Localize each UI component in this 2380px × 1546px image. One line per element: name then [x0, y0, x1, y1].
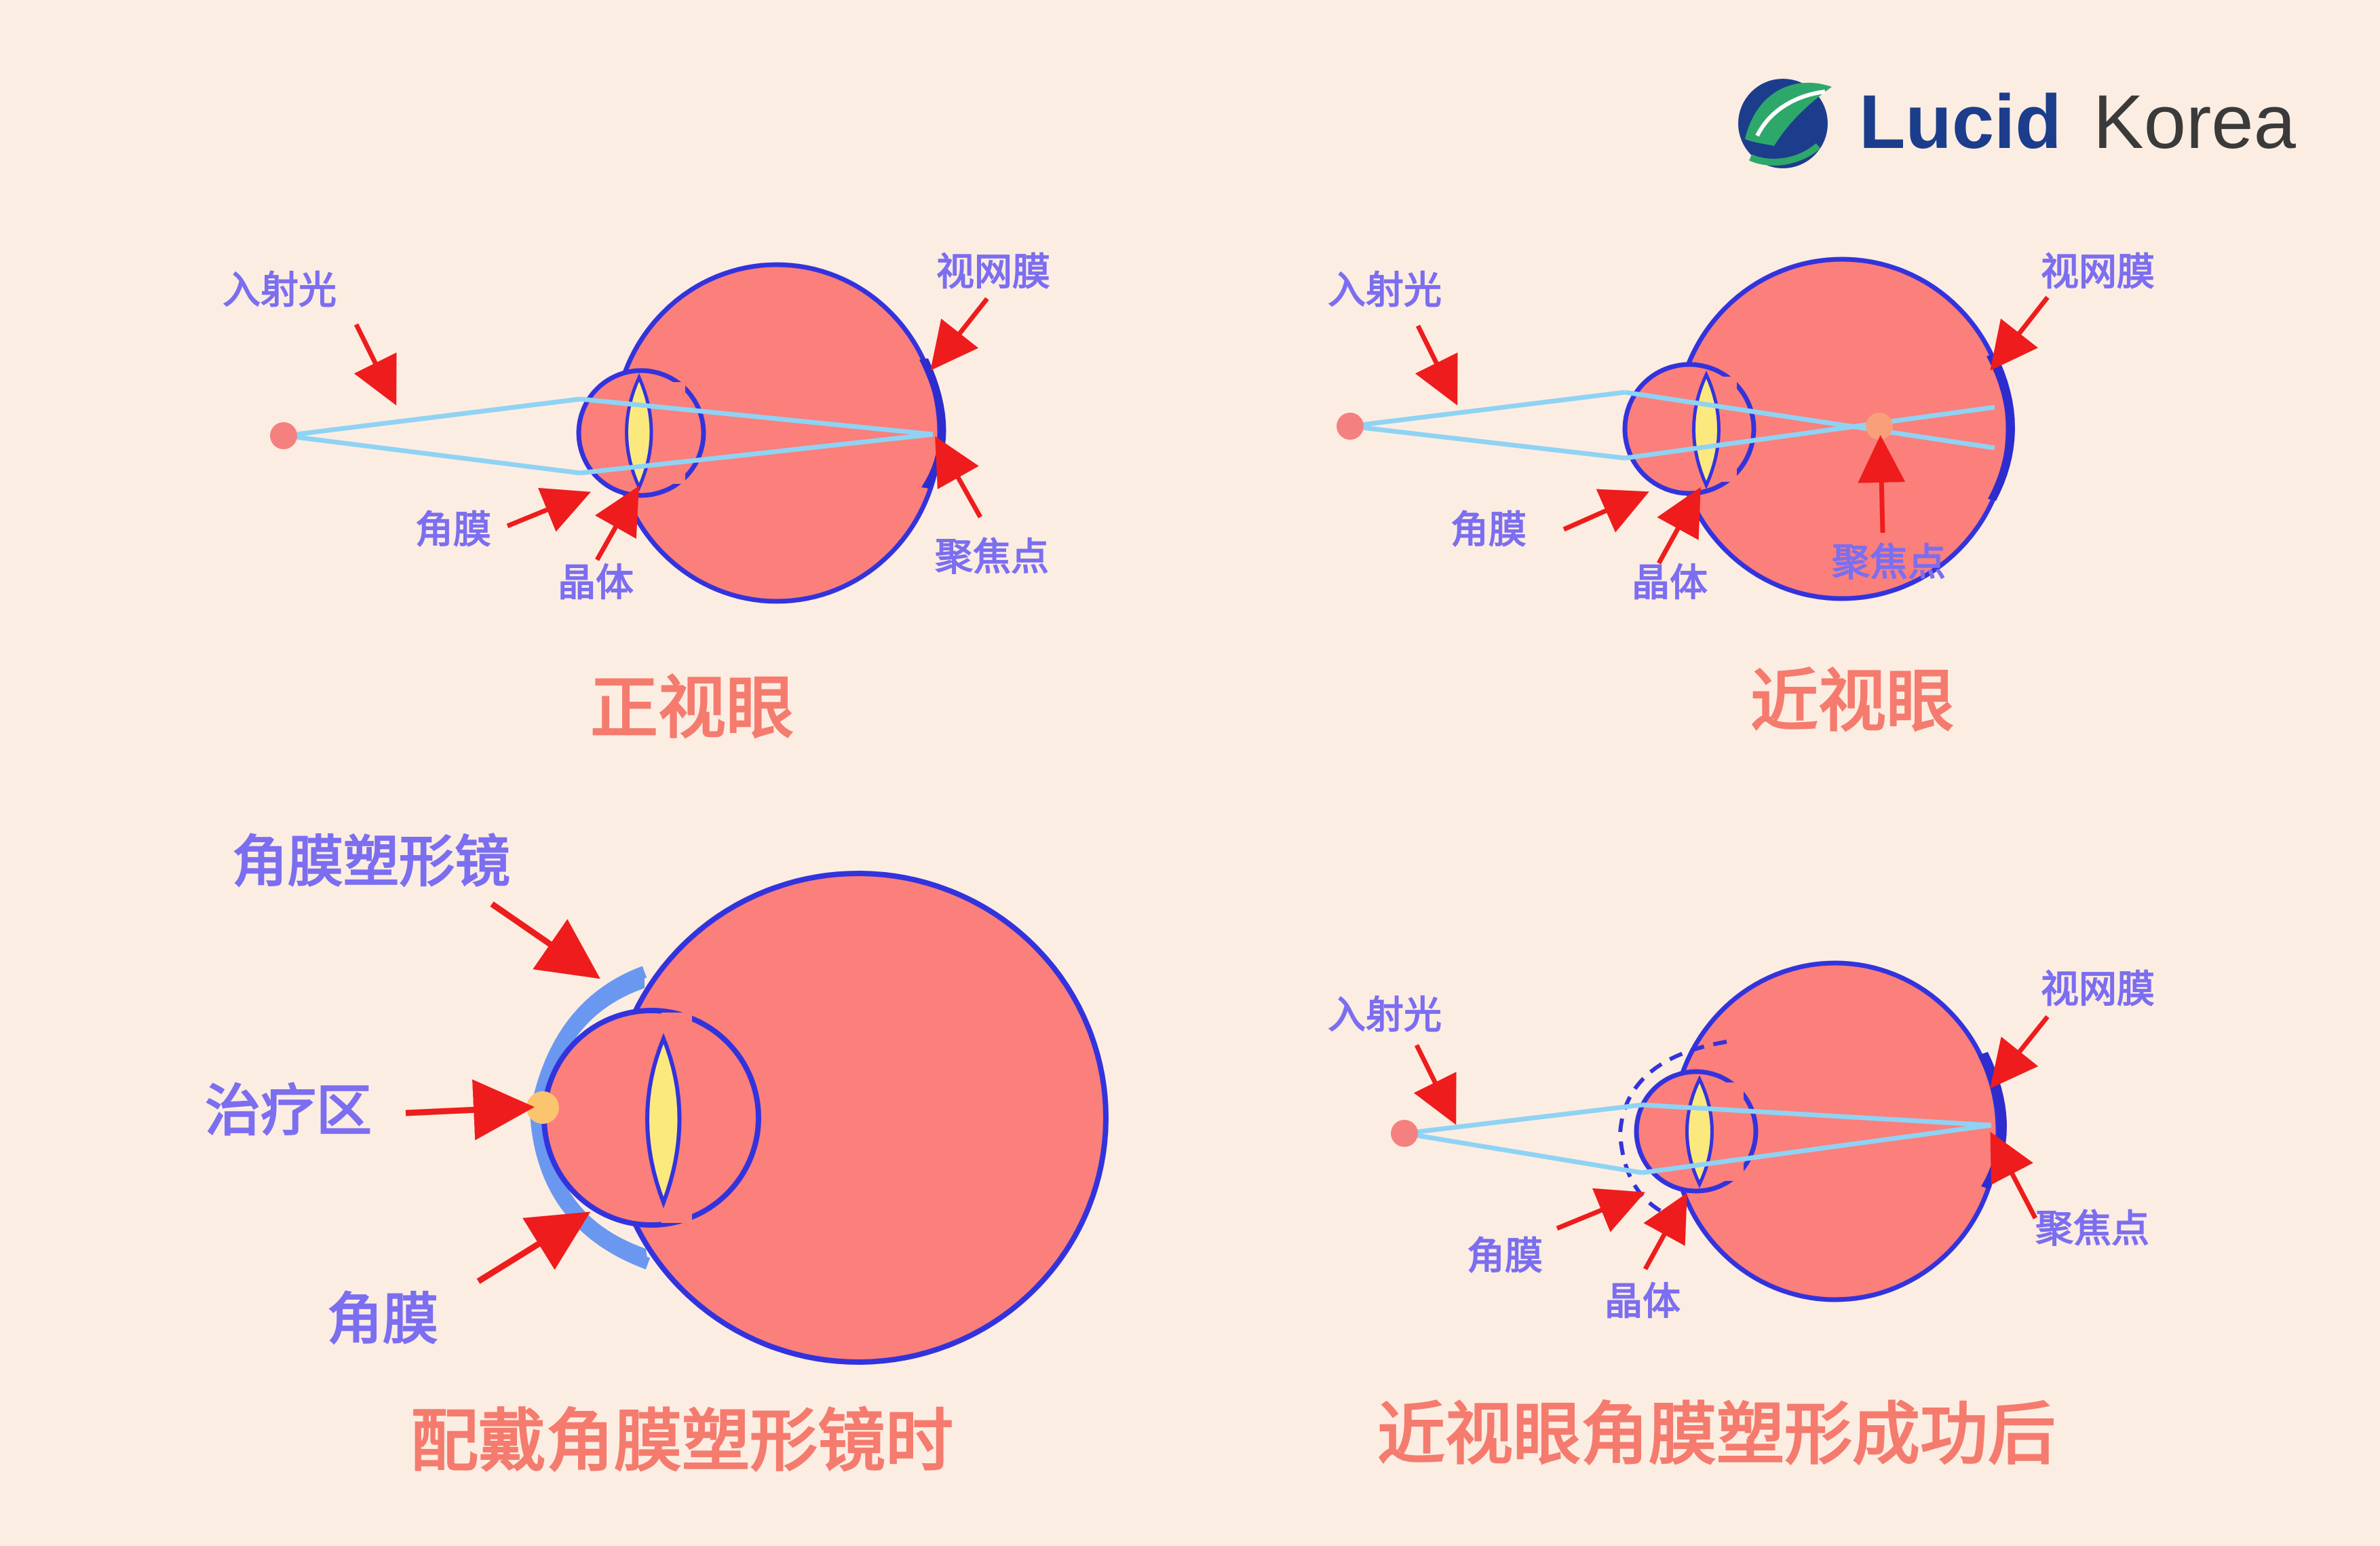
label-focus-point: 聚焦点 — [934, 535, 1049, 580]
light-source-point — [1337, 413, 1364, 440]
crystalline-lens — [1685, 1075, 1714, 1188]
label-cornea: 角膜 — [1451, 508, 1527, 552]
focus-point-dot — [1866, 413, 1893, 440]
light-source-point — [1391, 1120, 1418, 1147]
leaf-globe-logo-icon — [1738, 79, 1832, 168]
retina — [1986, 353, 2015, 501]
light-source-point — [270, 422, 297, 449]
pointer-arrows — [405, 901, 600, 1284]
label-retina: 视网膜 — [2041, 250, 2155, 295]
light-rays — [1349, 390, 1995, 461]
pointer-arrows — [353, 297, 989, 561]
light-rays — [284, 396, 934, 476]
pointer-arrows — [1415, 295, 2050, 565]
brand-name-bold: Lucid — [1859, 79, 2062, 164]
label-treatment-zone: 治疗区 — [205, 1079, 372, 1144]
label-lens: 晶体 — [1605, 1280, 1681, 1324]
light-rays — [1404, 1102, 1992, 1175]
panel-normal-eye: 入射光 视网膜 角膜 晶体 聚焦点 正视眼 — [223, 250, 1050, 748]
panel-wearing-ortho-k: 角膜塑形镜 治疗区 角膜 配戴角膜塑形镜时 — [205, 830, 1109, 1481]
caption-normal-eye: 正视眼 — [590, 668, 794, 748]
label-lens: 晶体 — [1632, 561, 1708, 605]
label-incident-light: 入射光 — [223, 269, 337, 313]
panel-after-ortho-k: 入射光 视网膜 角膜 晶体 聚焦点 近视眼角膜塑形成功后 — [1328, 960, 2155, 1474]
brand-name-regular: Korea — [2093, 79, 2297, 164]
label-cornea: 角膜 — [327, 1287, 438, 1352]
label-incident-light: 入射光 — [1328, 269, 1442, 313]
pointer-arrows — [1413, 1015, 2050, 1270]
label-focus-point: 聚焦点 — [2035, 1207, 2149, 1251]
caption-after-ortho-k: 近视眼角膜塑形成功后 — [1377, 1395, 2056, 1474]
label-retina: 视网膜 — [2041, 968, 2155, 1012]
treatment-zone-dot — [526, 1091, 559, 1124]
label-retina: 视网膜 — [936, 250, 1050, 295]
label-incident-light: 入射光 — [1328, 994, 1442, 1038]
label-focus-point: 聚焦点 — [1831, 541, 1946, 585]
panel-myopic-eye: 入射光 视网膜 角膜 晶体 聚焦点 近视眼 — [1328, 250, 2155, 741]
label-cornea: 角膜 — [1467, 1234, 1543, 1279]
label-ortho-k-lens: 角膜塑形镜 — [232, 830, 510, 894]
label-lens: 晶体 — [558, 561, 634, 605]
crystalline-lens — [645, 1033, 682, 1209]
label-cornea: 角膜 — [415, 508, 491, 552]
caption-myopic-eye: 近视眼 — [1750, 662, 1954, 741]
caption-wearing-ortho-k: 配戴角膜塑形镜时 — [410, 1401, 953, 1481]
brand-logo: Lucid Korea — [1738, 79, 2297, 168]
